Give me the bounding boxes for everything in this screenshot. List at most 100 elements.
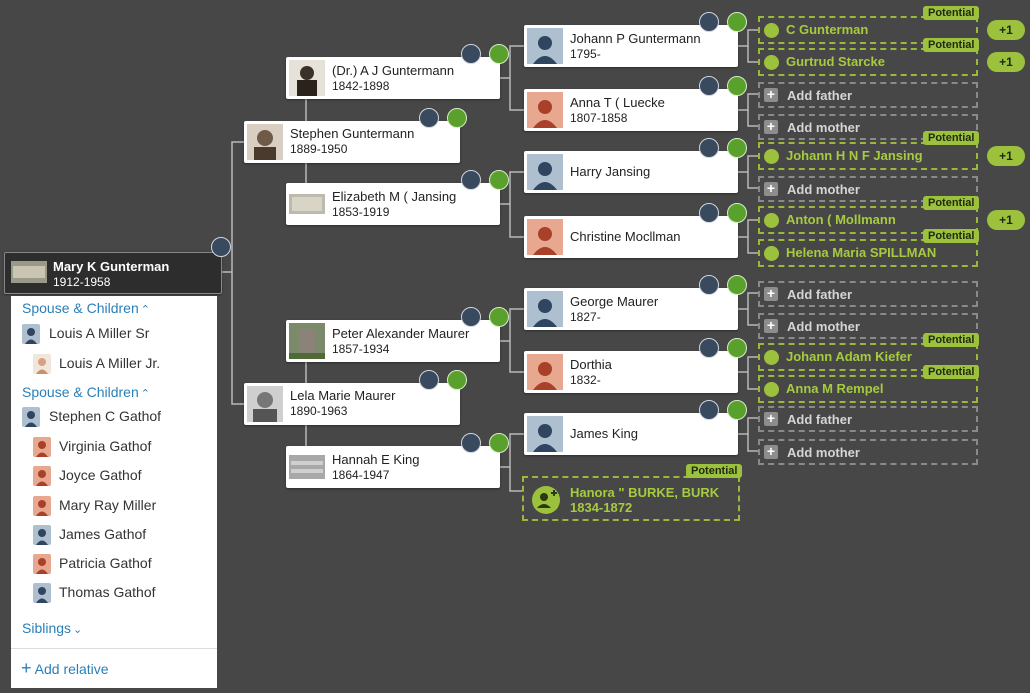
person-name: Thomas Gathof [59, 584, 156, 600]
family-tree-icon[interactable] [699, 76, 719, 96]
great-grandparent-card[interactable]: George Maurer 1827- [524, 288, 738, 330]
list-item[interactable]: Louis A Miller Sr [11, 321, 217, 347]
list-item[interactable]: James Gathof [11, 522, 217, 548]
family-tree-icon[interactable] [699, 138, 719, 158]
list-item[interactable]: Thomas Gathof [11, 580, 217, 606]
potential-ancestor-row[interactable]: C Gunterman [758, 16, 978, 44]
person-dates: 1890-1963 [290, 404, 348, 418]
family-tree-icon[interactable] [699, 275, 719, 295]
list-item[interactable]: Mary Ray Miller [11, 493, 217, 519]
family-tree-icon[interactable] [419, 370, 439, 390]
grandparent-card[interactable]: Hannah E King 1864-1947 [286, 446, 500, 488]
great-grandparent-card[interactable]: Dorthia 1832- [524, 351, 738, 393]
potential-name: Anna M Rempel [786, 381, 884, 396]
great-grandparent-card[interactable]: Christine Mocllman [524, 216, 738, 258]
family-tree-icon[interactable] [461, 433, 481, 453]
potential-name: C Gunterman [786, 22, 869, 37]
spouse-children-toggle[interactable]: Spouse & Children⌃ [22, 384, 150, 400]
mother-card[interactable]: Lela Marie Maurer 1890-1963 [244, 383, 460, 425]
family-tree-icon[interactable] [419, 108, 439, 128]
hint-leaf-icon[interactable] [727, 275, 747, 295]
list-item[interactable]: Virginia Gathof [11, 434, 217, 460]
hint-leaf-icon[interactable] [489, 170, 509, 190]
plus-icon: + [764, 119, 778, 134]
person-dates: 1807-1858 [570, 111, 628, 125]
add-mother-button[interactable]: + Add mother [758, 114, 978, 140]
hint-leaf-icon[interactable] [489, 433, 509, 453]
add-mother-button[interactable]: + Add mother [758, 176, 978, 202]
add-father-button[interactable]: + Add father [758, 406, 978, 432]
hint-leaf-icon[interactable] [727, 400, 747, 420]
person-name: Anna T ( Luecke [570, 95, 665, 110]
female-avatar-icon [33, 554, 51, 574]
family-tree-icon[interactable] [461, 170, 481, 190]
potential-ancestor-row[interactable]: Johann Adam Kiefer [758, 343, 978, 371]
add-person-icon [764, 350, 779, 365]
add-relative-button[interactable]: + Add relative [21, 659, 109, 677]
hint-leaf-icon[interactable] [727, 338, 747, 358]
grandparent-card[interactable]: (Dr.) A J Guntermann 1842-1898 [286, 57, 500, 99]
family-tree-icon[interactable] [699, 338, 719, 358]
document-photo-icon [289, 449, 325, 485]
chevron-up-icon: ⌃ [140, 304, 150, 316]
grandparent-card[interactable]: Peter Alexander Maurer 1857-1934 [286, 320, 500, 362]
female-avatar-icon [527, 219, 563, 255]
divider [11, 648, 217, 649]
add-father-button[interactable]: + Add father [758, 82, 978, 108]
person-name: Christine Mocllman [570, 229, 681, 244]
hint-leaf-icon[interactable] [489, 44, 509, 64]
grandparent-card[interactable]: Elizabeth M ( Jansing 1853-1919 [286, 183, 500, 225]
great-grandparent-card[interactable]: Johann P Guntermann 1795- [524, 25, 738, 67]
plus-one-badge[interactable]: +1 [987, 52, 1025, 72]
hint-leaf-icon[interactable] [727, 76, 747, 96]
family-tree-icon[interactable] [461, 44, 481, 64]
family-tree-icon[interactable] [699, 12, 719, 32]
plus-icon: + [764, 87, 778, 102]
family-tree-icon[interactable] [699, 400, 719, 420]
root-person-card[interactable]: Mary K Gunterman 1912-1958 [4, 252, 222, 294]
potential-ancestor-row[interactable]: Johann H N F Jansing [758, 142, 978, 170]
plus-one-badge[interactable]: +1 [987, 20, 1025, 40]
great-grandparent-card[interactable]: James King [524, 413, 738, 455]
hint-leaf-icon[interactable] [727, 138, 747, 158]
hint-leaf-icon[interactable] [489, 307, 509, 327]
siblings-toggle[interactable]: Siblings⌄ [22, 620, 82, 636]
potential-ancestor-row[interactable]: Helena Maria SPILLMAN [758, 239, 978, 267]
relatives-panel: Spouse & Children⌃ Louis A Miller Sr Lou… [11, 296, 217, 688]
hint-leaf-icon[interactable] [447, 370, 467, 390]
potential-tag: Potential [923, 333, 980, 347]
person-name: Louis A Miller Jr. [59, 355, 161, 371]
potential-tag: Potential [923, 229, 980, 243]
add-person-icon [764, 149, 779, 164]
list-item[interactable]: Stephen C Gathof [11, 404, 217, 430]
list-item[interactable]: Patricia Gathof [11, 551, 217, 577]
family-tree-icon[interactable] [699, 203, 719, 223]
great-grandparent-card[interactable]: Harry Jansing [524, 151, 738, 193]
add-mother-button[interactable]: + Add mother [758, 439, 978, 465]
add-mother-button[interactable]: + Add mother [758, 313, 978, 339]
hint-leaf-icon[interactable] [447, 108, 467, 128]
potential-mother-card[interactable]: Hanora " BURKE, BURK 1834-1872 [522, 476, 740, 521]
potential-ancestor-row[interactable]: Anna M Rempel [758, 375, 978, 403]
potential-tag: Potential [686, 464, 743, 478]
gravestone-photo-icon [289, 323, 325, 359]
father-card[interactable]: Stephen Guntermann 1889-1950 [244, 121, 460, 163]
potential-ancestor-row[interactable]: Anton ( Mollmann [758, 206, 978, 234]
plus-one-badge[interactable]: +1 [987, 210, 1025, 230]
hint-leaf-icon[interactable] [727, 203, 747, 223]
spouse-children-toggle[interactable]: Spouse & Children⌃ [22, 300, 150, 316]
portrait-photo-icon [247, 386, 283, 422]
add-person-icon [764, 246, 779, 261]
add-father-button[interactable]: + Add father [758, 281, 978, 307]
great-grandparent-card[interactable]: Anna T ( Luecke 1807-1858 [524, 89, 738, 131]
hint-leaf-icon[interactable] [727, 12, 747, 32]
plus-one-badge[interactable]: +1 [987, 146, 1025, 166]
potential-tag: Potential [923, 6, 980, 20]
potential-ancestor-row[interactable]: Gurtrud Starcke [758, 48, 978, 76]
list-item[interactable]: Louis A Miller Jr. [11, 351, 217, 377]
list-item[interactable]: Joyce Gathof [11, 463, 217, 489]
family-tree-icon[interactable] [461, 307, 481, 327]
person-name: George Maurer [570, 294, 659, 309]
person-dates: 1889-1950 [290, 142, 348, 156]
family-tree-icon[interactable] [211, 237, 231, 257]
